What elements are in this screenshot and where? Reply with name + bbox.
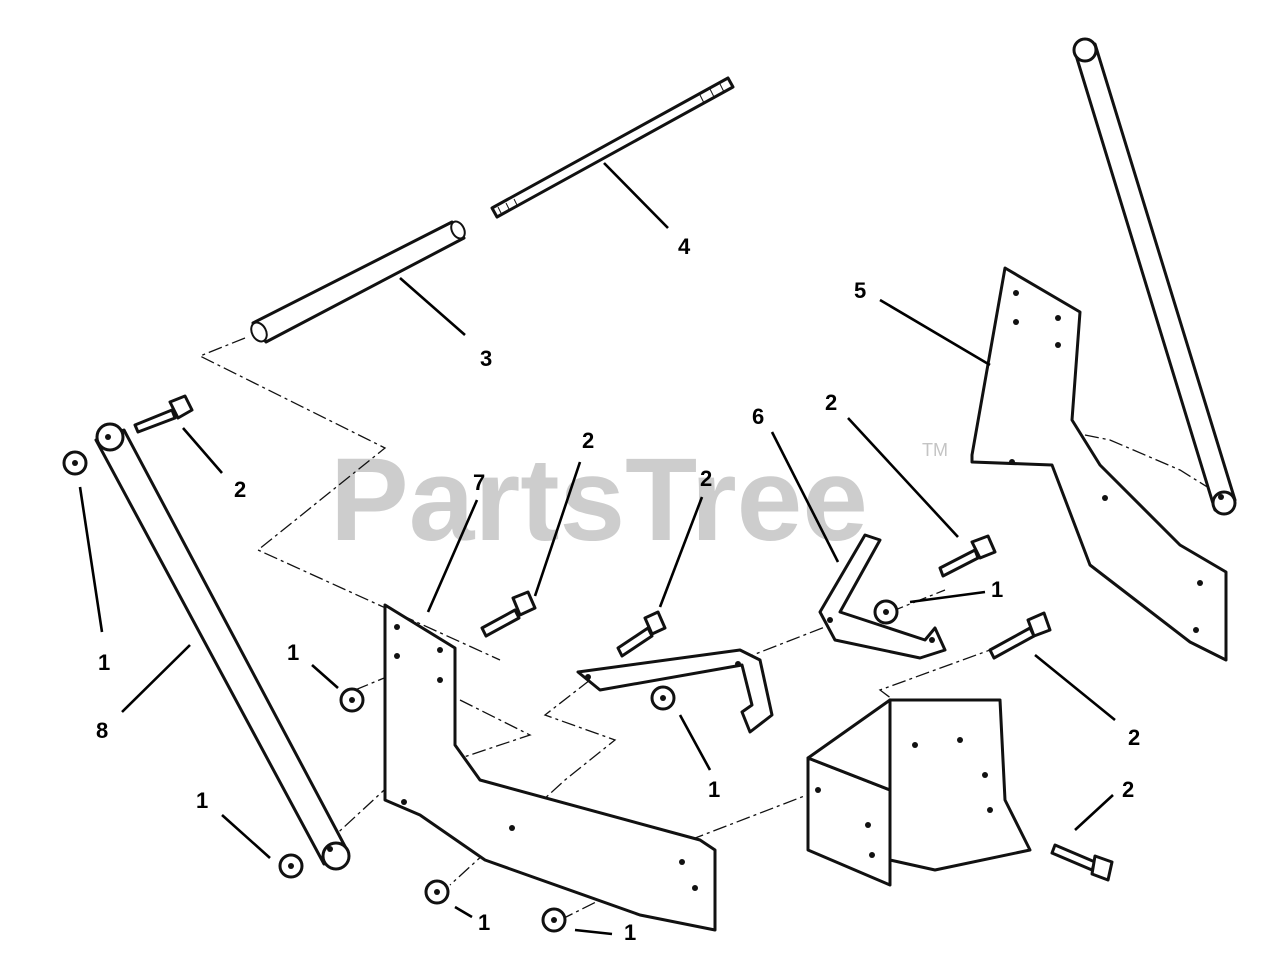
callout-5: 5: [854, 278, 866, 303]
callout-1-bracket: 1: [287, 640, 299, 665]
bolt-icon: [480, 590, 537, 638]
part-left-bracket: [383, 603, 717, 932]
part-threaded-rod: [490, 76, 735, 219]
bolt-icon: [133, 394, 194, 434]
watermark-logo: PartsTree: [330, 434, 868, 566]
nut-icon: [650, 685, 676, 711]
callout-7: 7: [473, 470, 485, 495]
leader-lines: [78, 162, 1116, 936]
callout-1-left: 1: [98, 650, 110, 675]
callout-1-right: 1: [991, 577, 1003, 602]
callout-8: 8: [96, 718, 108, 743]
watermark-trademark: TM: [922, 440, 948, 460]
nut-icon: [62, 450, 88, 476]
callout-4: 4: [678, 234, 691, 259]
nut-icon: [541, 907, 567, 933]
bolt-icon: [1050, 843, 1114, 882]
callout-1-center: 1: [708, 777, 720, 802]
callout-1-bottom: 1: [478, 910, 490, 935]
callout-3: 3: [480, 346, 492, 371]
nut-icon: [873, 599, 899, 625]
bolts: [133, 394, 1114, 882]
part-v-bracket: [818, 533, 947, 660]
callout-2-left: 2: [234, 477, 246, 502]
part-right-arm: [1072, 37, 1237, 516]
nut-icon: [339, 687, 365, 713]
part-right-plate: [970, 266, 1228, 662]
callout-2-middle: 2: [700, 466, 712, 491]
callout-2-center: 2: [582, 428, 594, 453]
part-spacer-tube: [250, 220, 466, 344]
part-left-link: [94, 422, 351, 871]
callout-6: 6: [752, 404, 764, 429]
callout-2-lower-right: 2: [1122, 777, 1134, 802]
callout-1-bottom-right: 1: [624, 920, 636, 945]
bolt-icon: [988, 611, 1052, 660]
part-right-angle-bracket: [806, 698, 1032, 887]
nuts: [62, 450, 899, 933]
bolt-icon: [938, 534, 997, 578]
nut-icon: [424, 879, 450, 905]
callout-labels: 4 3 5 2 1 8 1 7 2 2 6 2 1 2 2 1 1 1 1: [96, 234, 1140, 945]
callout-1-lower-left: 1: [196, 788, 208, 813]
callout-2-right: 2: [1128, 725, 1140, 750]
nut-icon: [278, 853, 304, 879]
callout-2-upper-right: 2: [825, 390, 837, 415]
bolt-icon: [616, 610, 667, 658]
part-middle-u-bracket: [576, 648, 774, 734]
